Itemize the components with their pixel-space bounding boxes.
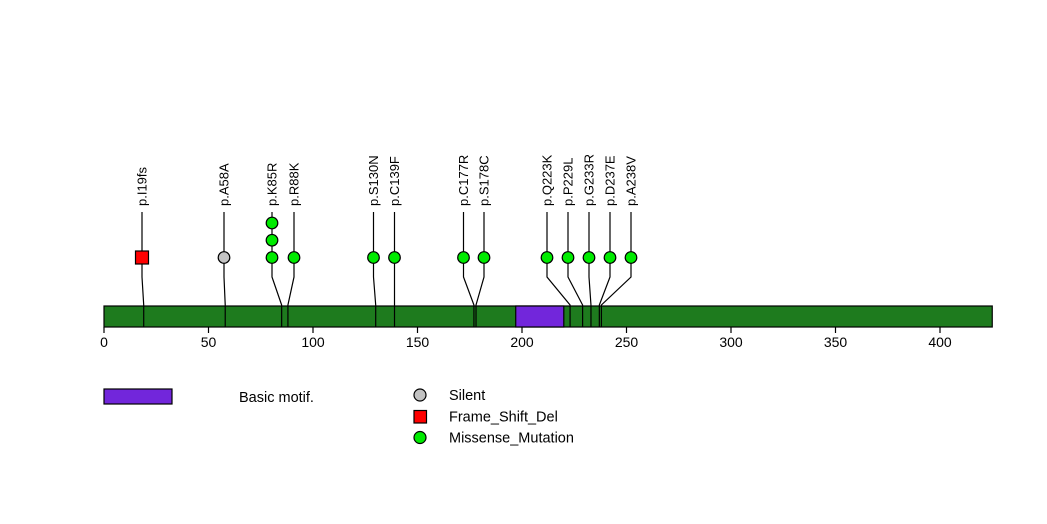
axis-tick-label: 100 [301,334,325,350]
mutation-marker-circle [265,216,279,230]
mutation-label: p.P229L [561,158,576,206]
backbone-layer [103,305,993,328]
frame-shift-del-label: Frame_Shift_Del [449,410,558,426]
mutation-marker-circle [217,251,231,264]
mutation-label: p.A238V [624,156,639,206]
legend: Basic motif. Silent Frame_Shift_Del Miss… [103,388,574,447]
mutation-label: p.I19fs [135,166,150,206]
legend-item-basic-motif: Basic motif. [103,388,314,406]
mutation-marker-circle [367,251,380,264]
mutation-marker-square [134,250,150,265]
missense-mutation-label: Missense_Mutation [449,431,574,447]
mutation-marker-circle [540,251,554,264]
axis-tick-label: 0 [100,334,108,350]
mutation-marker-circle [624,251,638,264]
axis-tick-label: 400 [928,334,952,350]
mutation-label: p.Q223K [540,154,555,206]
mutation-label: p.S178C [477,155,492,206]
head-layer [134,216,638,265]
mutation-label: p.A58A [217,163,232,206]
axis-layer: 0 50 100 150 200 250 300 350 400 [100,327,952,350]
stem-crossing-layer [143,306,603,327]
legend-item-frame-shift-del: Frame_Shift_Del [413,409,558,426]
label-layer: p.I19fs p.A58A p.K85R p.R88K p.S130N p.C139F p… [135,154,639,206]
mutation-label: p.K85R [265,163,280,206]
frame-shift-del-marker-icon [413,409,428,424]
mutation-marker-circle [265,233,279,247]
mutation-label: p.R88K [287,162,302,206]
mutation-label: p.C177R [456,155,471,206]
mutation-label: p.S130N [366,155,381,206]
mutation-label: p.C139F [387,156,402,206]
axis-tick-label: 150 [406,334,430,350]
mutation-marker-circle [582,251,596,264]
domain-basic-motif [515,305,565,328]
axis-tick-label: 200 [510,334,534,350]
legend-item-missense-mutation: Missense_Mutation [413,430,574,447]
mutation-label: p.D237E [603,155,618,206]
axis-tick-label: 300 [719,334,743,350]
axis-tick-label: 250 [615,334,639,350]
stem-layer [141,212,632,306]
mutation-marker-circle [477,251,491,264]
mutation-marker-circle [265,251,279,264]
legend-item-silent: Silent [413,388,485,404]
mutation-label: p.G233R [582,154,597,206]
silent-label: Silent [449,388,485,404]
basic-motif-swatch [103,388,173,405]
mutation-marker-circle [388,251,401,264]
axis-tick-label: 50 [201,334,217,350]
mutation-marker-circle [457,251,470,264]
mutation-marker-circle [287,251,301,264]
mutation-marker-circle [561,251,575,264]
missense-marker-icon [413,430,427,445]
axis-tick-label: 350 [824,334,848,350]
basic-motif-label: Basic motif. [239,390,314,406]
mutation-marker-circle [603,251,617,264]
silent-marker-icon [413,388,427,402]
